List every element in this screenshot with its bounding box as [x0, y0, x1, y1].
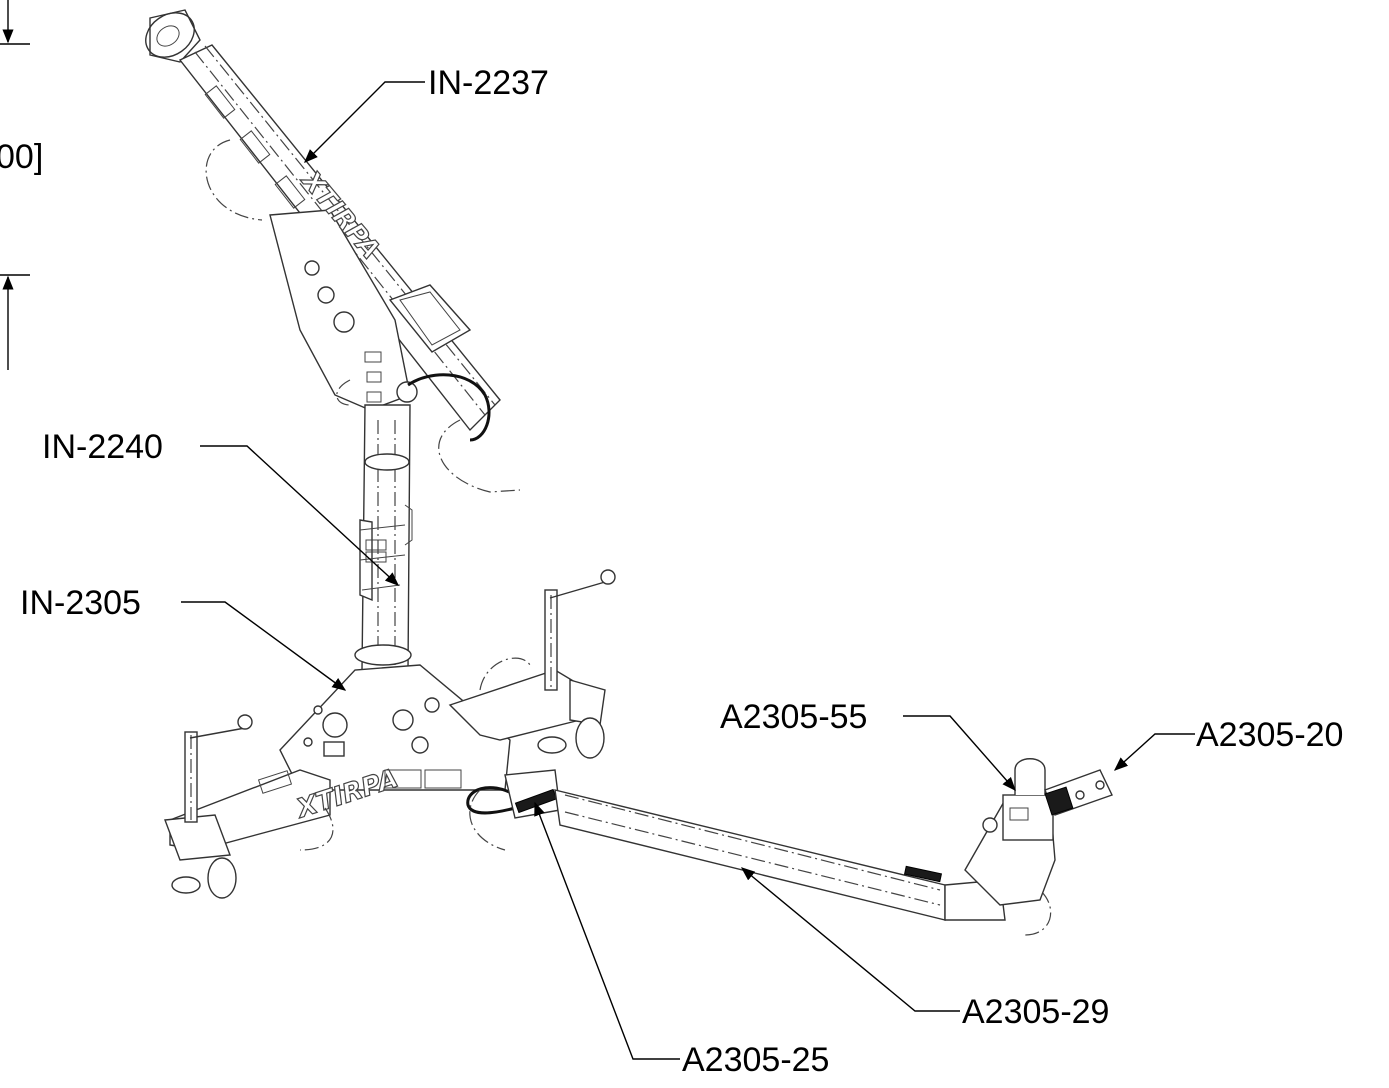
callout-label: A2305-20 — [1196, 716, 1343, 754]
callout-a2305-55: A2305-55 — [720, 698, 1016, 792]
callout-in-2237: IN-2237 — [304, 64, 549, 163]
dimension-annotation: 00] — [0, 0, 43, 370]
callout-label: IN-2237 — [428, 64, 549, 102]
callout-a2305-29: A2305-29 — [740, 867, 1109, 1031]
mast — [354, 404, 413, 671]
base-frame: XTIRPA — [164, 569, 616, 899]
callout-label: A2305-29 — [962, 993, 1109, 1031]
callout-a2305-20: A2305-20 — [1113, 716, 1343, 771]
dimension-label: 00] — [0, 138, 43, 176]
callout-label: IN-2305 — [20, 584, 141, 622]
callout-a2305-25: A2305-25 — [534, 801, 829, 1079]
callout-in-2305: IN-2305 — [20, 584, 347, 691]
callout-in-2240: IN-2240 — [42, 428, 400, 586]
callout-label: A2305-25 — [682, 1041, 829, 1079]
callout-label: A2305-55 — [720, 698, 867, 736]
callout-label: IN-2240 — [42, 428, 163, 466]
end-bracket — [964, 758, 1113, 906]
